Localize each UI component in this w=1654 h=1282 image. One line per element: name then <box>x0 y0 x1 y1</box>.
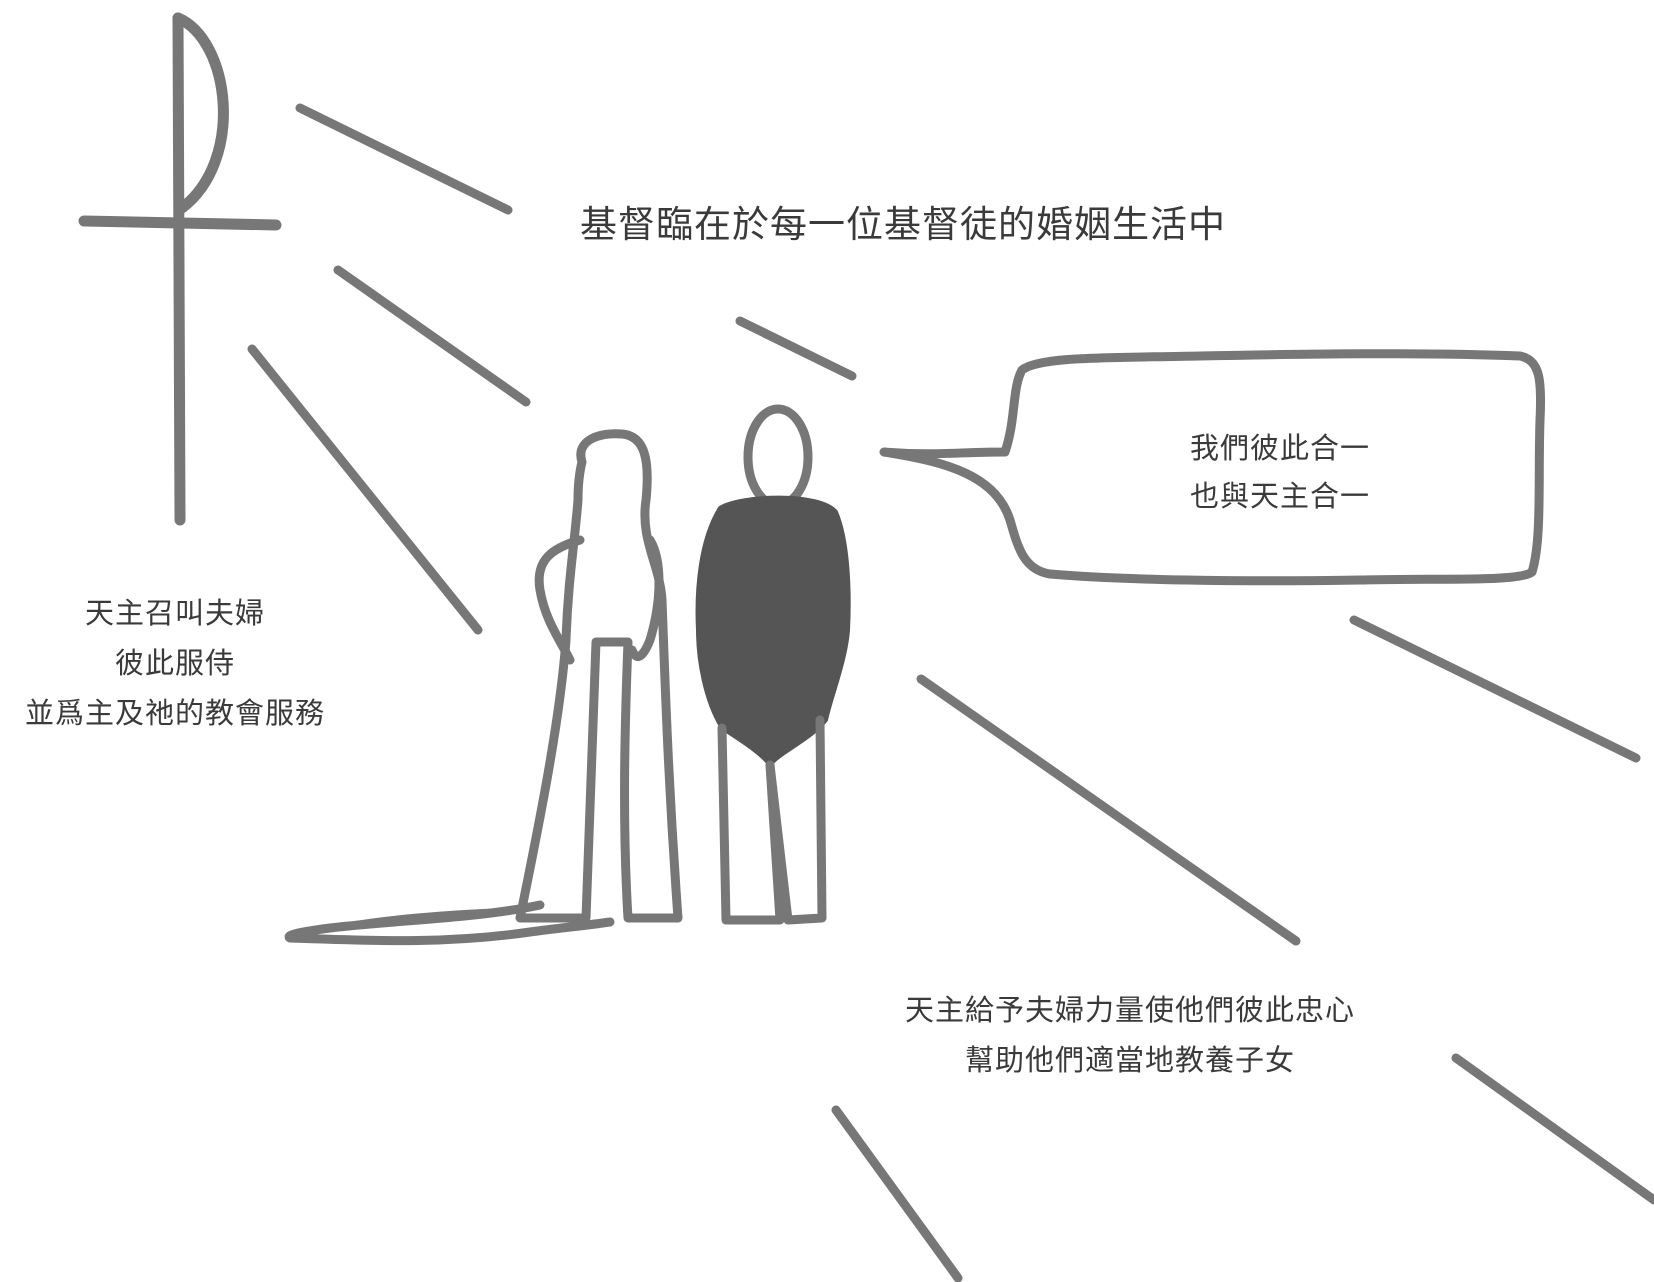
light-ray <box>295 103 513 215</box>
illustration-title: 基督臨在於每一位基督徒的婚姻生活中 <box>580 203 1226 246</box>
light-ray <box>1349 615 1641 763</box>
left-caption-line: 並爲主及祂的教會服務 <box>24 696 325 730</box>
light-ray <box>247 344 483 635</box>
light-ray <box>333 265 531 407</box>
light-ray <box>831 1105 963 1282</box>
speech-line: 也與天主合一 <box>1189 479 1370 513</box>
bride-figure <box>284 429 683 946</box>
bottom-caption-line: 幫助他們適當地教養子女 <box>964 1043 1295 1077</box>
groom-figure <box>695 404 851 925</box>
chi-rho-vertical-stroke <box>172 12 186 526</box>
groom-head <box>743 404 813 510</box>
left-caption-line: 彼此服侍 <box>114 646 235 680</box>
chi-rho-symbol <box>78 12 282 526</box>
bottom-caption-line: 天主給予夫婦力量使他們彼此忠心 <box>904 993 1355 1027</box>
bride-train-edge <box>327 907 523 931</box>
left-caption-line: 天主召叫夫婦 <box>84 596 265 630</box>
speech-bubble-text: 我們彼此合一 也與天主合一 <box>1150 424 1410 520</box>
light-ray <box>735 316 857 381</box>
chi-rho-crossbar <box>78 215 282 231</box>
light-rays <box>247 103 1654 1282</box>
speech-bubble <box>879 349 1546 586</box>
bottom-caption: 天主給予夫婦力量使他們彼此忠心 幫助他們適當地教養子女 <box>880 985 1380 1085</box>
light-ray <box>1451 1053 1654 1205</box>
groom-body <box>695 495 851 767</box>
speech-line: 我們彼此合一 <box>1189 431 1370 465</box>
chi-rho-loop <box>172 12 229 214</box>
left-caption: 天主召叫夫婦 彼此服侍 並爲主及祂的教會服務 <box>0 588 350 738</box>
bride-train <box>284 900 615 946</box>
bride-arm-right <box>627 535 664 661</box>
bride-veil-and-dress <box>515 429 683 923</box>
bride-arm-left <box>534 535 585 665</box>
light-ray <box>916 674 1301 946</box>
groom-right-leg <box>765 715 827 925</box>
